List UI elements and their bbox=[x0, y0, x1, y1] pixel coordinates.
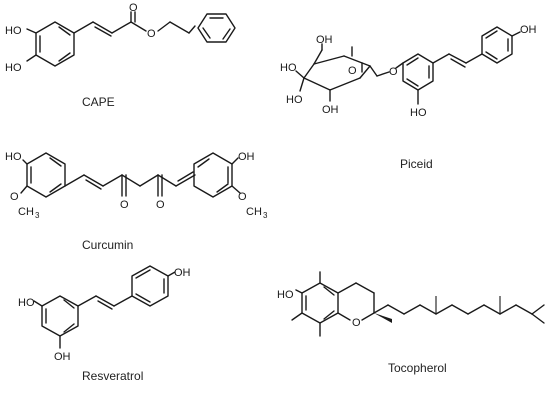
curcumin-atom-6: O bbox=[156, 199, 165, 211]
molecule-piceid: OH HO HO OH O O HO OH Piceid bbox=[280, 24, 537, 171]
caption-tocopherol: Tocopherol bbox=[388, 361, 447, 375]
cape-atom-3: O bbox=[129, 2, 138, 14]
piceid-ring-center bbox=[402, 53, 434, 91]
caption-piceid: Piceid bbox=[400, 157, 433, 171]
tocopherol-atom-2: O bbox=[352, 317, 361, 329]
molecule-curcumin: HO O CH 3 O O OH O CH 3 Curcumin bbox=[5, 151, 268, 252]
piceid-atom-2: HO bbox=[280, 62, 297, 74]
resveratrol-atom-1: OH bbox=[174, 267, 191, 279]
curcumin-atom-8: O bbox=[238, 191, 247, 203]
curcumin-atom-4: 3 bbox=[35, 211, 40, 220]
resveratrol-atom-3: OH bbox=[54, 351, 71, 363]
piceid-atom-3: HO bbox=[286, 94, 303, 106]
cape-atom-4: O bbox=[147, 28, 156, 40]
molecule-tocopherol: HO O Tocopherol bbox=[277, 271, 545, 375]
caption-resveratrol: Resveratrol bbox=[82, 369, 143, 383]
cape-ring-phenyl bbox=[197, 13, 236, 43]
cape-atom-1: HO bbox=[5, 25, 22, 37]
piceid-atom-4: OH bbox=[322, 104, 339, 116]
tocopherol-ring-aromatic bbox=[301, 282, 339, 324]
curcumin-ring-left bbox=[26, 152, 66, 198]
curcumin-atom-2: O bbox=[10, 191, 19, 203]
piceid-atom-1: OH bbox=[316, 34, 333, 46]
caption-cape: CAPE bbox=[82, 95, 115, 109]
curcumin-atom-10: 3 bbox=[263, 211, 268, 220]
molecule-cape: HO HO O O CAPE bbox=[5, 2, 236, 109]
curcumin-atom-7: OH bbox=[238, 151, 255, 163]
curcumin-atom-3: CH bbox=[18, 206, 34, 218]
piceid-atom-7: HO bbox=[410, 107, 427, 119]
cape-ring-catechol bbox=[35, 21, 75, 67]
piceid-atom-8: OH bbox=[520, 24, 537, 36]
cape-atom-2: HO bbox=[5, 62, 22, 74]
caption-curcumin: Curcumin bbox=[82, 238, 133, 252]
curcumin-atom-9: CH bbox=[246, 206, 262, 218]
molecule-resveratrol: OH HO OH Resveratrol bbox=[18, 265, 191, 383]
resveratrol-ring-left bbox=[41, 295, 79, 337]
tocopherol-atom-1: HO bbox=[277, 289, 294, 301]
piceid-atom-5: O bbox=[348, 65, 357, 77]
piceid-atom-6: O bbox=[389, 66, 398, 78]
curcumin-atom-1: HO bbox=[5, 151, 22, 163]
resveratrol-ring-right bbox=[131, 265, 169, 307]
curcumin-atom-5: O bbox=[120, 199, 129, 211]
resveratrol-atom-2: HO bbox=[18, 297, 35, 309]
curcumin-ring-right bbox=[193, 152, 233, 198]
